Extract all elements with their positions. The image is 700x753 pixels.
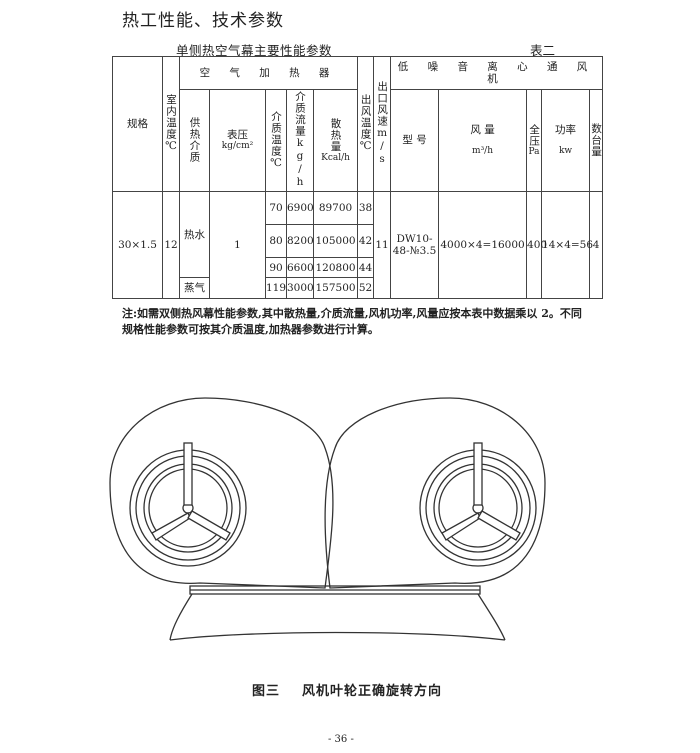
table-caption: 单侧热空气幕主要性能参数 xyxy=(176,43,333,58)
cell-out-temp: 44 xyxy=(357,256,375,279)
cell-flow: 8200 xyxy=(286,223,314,258)
cell-heat: 89700 xyxy=(312,190,359,225)
cell-hot-water: 热水 xyxy=(179,190,210,279)
cell-temp: 90 xyxy=(265,256,287,279)
header-outlet-air-speed: 出口风速m/s xyxy=(373,56,392,192)
figure-caption-label: 图三 xyxy=(252,684,281,699)
cell-room-temp: 12 xyxy=(162,190,180,300)
air-outlet xyxy=(169,593,506,641)
cell-gauge-pressure: 1 xyxy=(209,190,266,300)
header-quantity: 数台量 xyxy=(589,88,604,192)
right-fan-housing xyxy=(324,397,546,589)
right-impeller xyxy=(419,442,537,567)
page-heading: 热工性能、技术参数 xyxy=(122,11,284,31)
figure-caption-text: 风机叶轮正确旋转方向 xyxy=(302,684,443,699)
header-outlet-air-temp: 出风温度℃ xyxy=(357,56,375,192)
header-medium-temp: 介质温度℃ xyxy=(265,88,287,192)
cell-flow: 6600 xyxy=(286,256,314,279)
cell-quantity: 4 xyxy=(589,190,604,300)
cell-total-pressure: 400 xyxy=(526,190,547,300)
header-model: 型 号 xyxy=(390,88,440,192)
cell-temp: 70 xyxy=(265,190,287,225)
table-note: 注:如需双侧热风幕性能参数,其中散热量,介质流量,风机功率,风量应按本表中数据乘… xyxy=(122,307,582,336)
performance-table: 规格 室内温度℃ 空 气 加 热 器 出风温度℃ 出口风速m/s 低 噪 音 离… xyxy=(112,56,604,300)
page-number: - 36 - xyxy=(328,734,354,745)
left-fan-housing xyxy=(109,397,334,589)
cell-model: DW10-48-№3.5 xyxy=(390,190,440,300)
cell-temp: 80 xyxy=(265,223,287,258)
header-room-temp: 室内温度℃ xyxy=(162,56,180,192)
fan-impeller-diagram xyxy=(109,397,546,641)
cell-temp: 119 xyxy=(265,277,287,299)
header-air-heater: 空 气 加 热 器 xyxy=(178,56,359,90)
table-number: 表二 xyxy=(530,43,556,58)
cell-out-temp: 52 xyxy=(357,277,375,299)
left-impeller xyxy=(129,442,247,567)
cell-flow: 3000 xyxy=(286,277,314,299)
cell-heat: 120800 xyxy=(312,256,359,279)
header-supply-medium: 供热介质 xyxy=(179,88,210,192)
cell-spec: 30×1.5 xyxy=(112,190,163,300)
cell-speed: 11 xyxy=(373,190,392,300)
cell-heat: 157500 xyxy=(312,277,359,299)
cell-flow: 6900 xyxy=(286,190,314,225)
figure-caption: 图三 风机叶轮正确旋转方向 xyxy=(252,680,442,699)
cell-out-temp: 38 xyxy=(357,190,375,225)
cell-power: 14×4=56 xyxy=(541,190,593,300)
header-medium-flow: 介质流量kg/h xyxy=(286,88,314,192)
cell-air-volume: 4000×4=16000 xyxy=(438,190,528,300)
cell-out-temp: 42 xyxy=(357,223,375,258)
cell-heat: 105000 xyxy=(312,223,359,258)
cell-steam: 蒸气 xyxy=(179,277,210,299)
header-fan: 低 噪 音 离 心 通 风 机 xyxy=(390,56,604,90)
header-spec: 规格 xyxy=(112,56,163,192)
